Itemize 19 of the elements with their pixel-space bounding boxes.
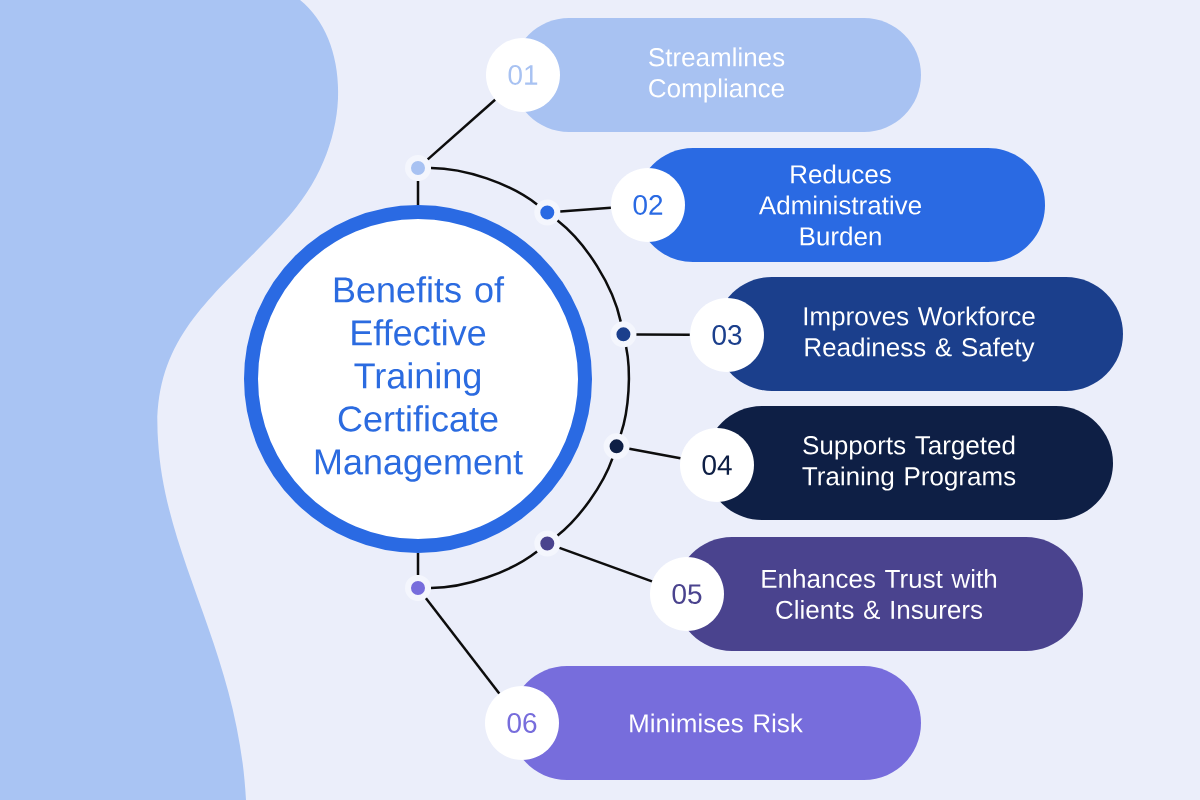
- connector-line: [556, 219, 622, 322]
- junction-dot: [610, 321, 637, 348]
- connector-line: [424, 597, 501, 695]
- connector-line: [426, 98, 496, 161]
- connector-line: [416, 181, 420, 205]
- connector-line: [636, 333, 690, 336]
- junction-dot: [603, 433, 630, 460]
- connector-line: [556, 458, 614, 537]
- junction-dot: [534, 199, 561, 226]
- connector-line: [560, 206, 611, 213]
- connector-line: [559, 546, 653, 583]
- connector-line: [416, 553, 420, 575]
- junction-dot: [405, 575, 431, 601]
- connector-line: [629, 447, 681, 460]
- junction-dot: [534, 530, 561, 557]
- connector-line: [430, 166, 538, 206]
- connector-line: [619, 346, 631, 435]
- connector-line: [430, 550, 538, 590]
- junction-dot: [405, 155, 431, 181]
